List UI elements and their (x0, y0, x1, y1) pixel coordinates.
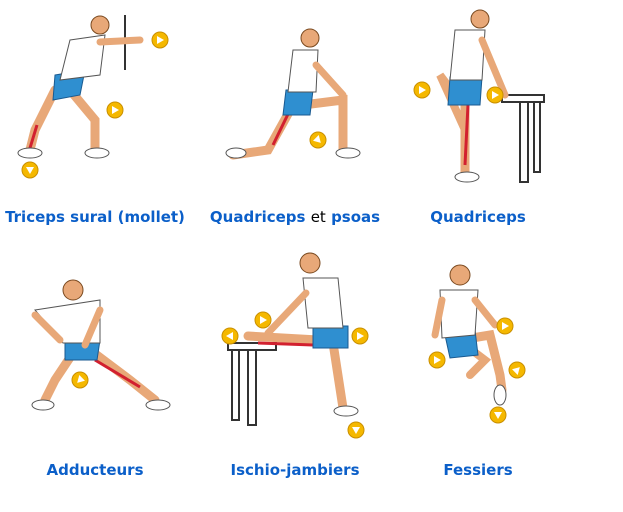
quadriceps-psoas-stretch-illustration (225, 28, 361, 160)
adductors-stretch-illustration (31, 279, 171, 411)
psoas-link[interactable]: psoas (331, 208, 381, 226)
hamstrings-stretch-illustration (221, 252, 369, 439)
stretch-label-ischio-jambiers[interactable]: Ischio-jambiers (230, 461, 360, 479)
calf-stretch-illustration (17, 15, 169, 179)
stretch-label-quadriceps-psoas: Quadriceps et psoas (210, 208, 380, 226)
stretch-label-quadriceps[interactable]: Quadriceps (430, 208, 526, 226)
stretch-label-fessiers[interactable]: Fessiers (443, 461, 513, 479)
quadriceps-stretch-illustration (413, 9, 545, 183)
stretch-label-adducteurs[interactable]: Adducteurs (46, 461, 144, 479)
glutes-stretch-illustration (428, 264, 529, 424)
stretch-label-triceps-sural[interactable]: Triceps sural (mollet) (5, 208, 185, 226)
connector-text: et (310, 208, 326, 226)
quadriceps-link[interactable]: Quadriceps (209, 208, 306, 226)
